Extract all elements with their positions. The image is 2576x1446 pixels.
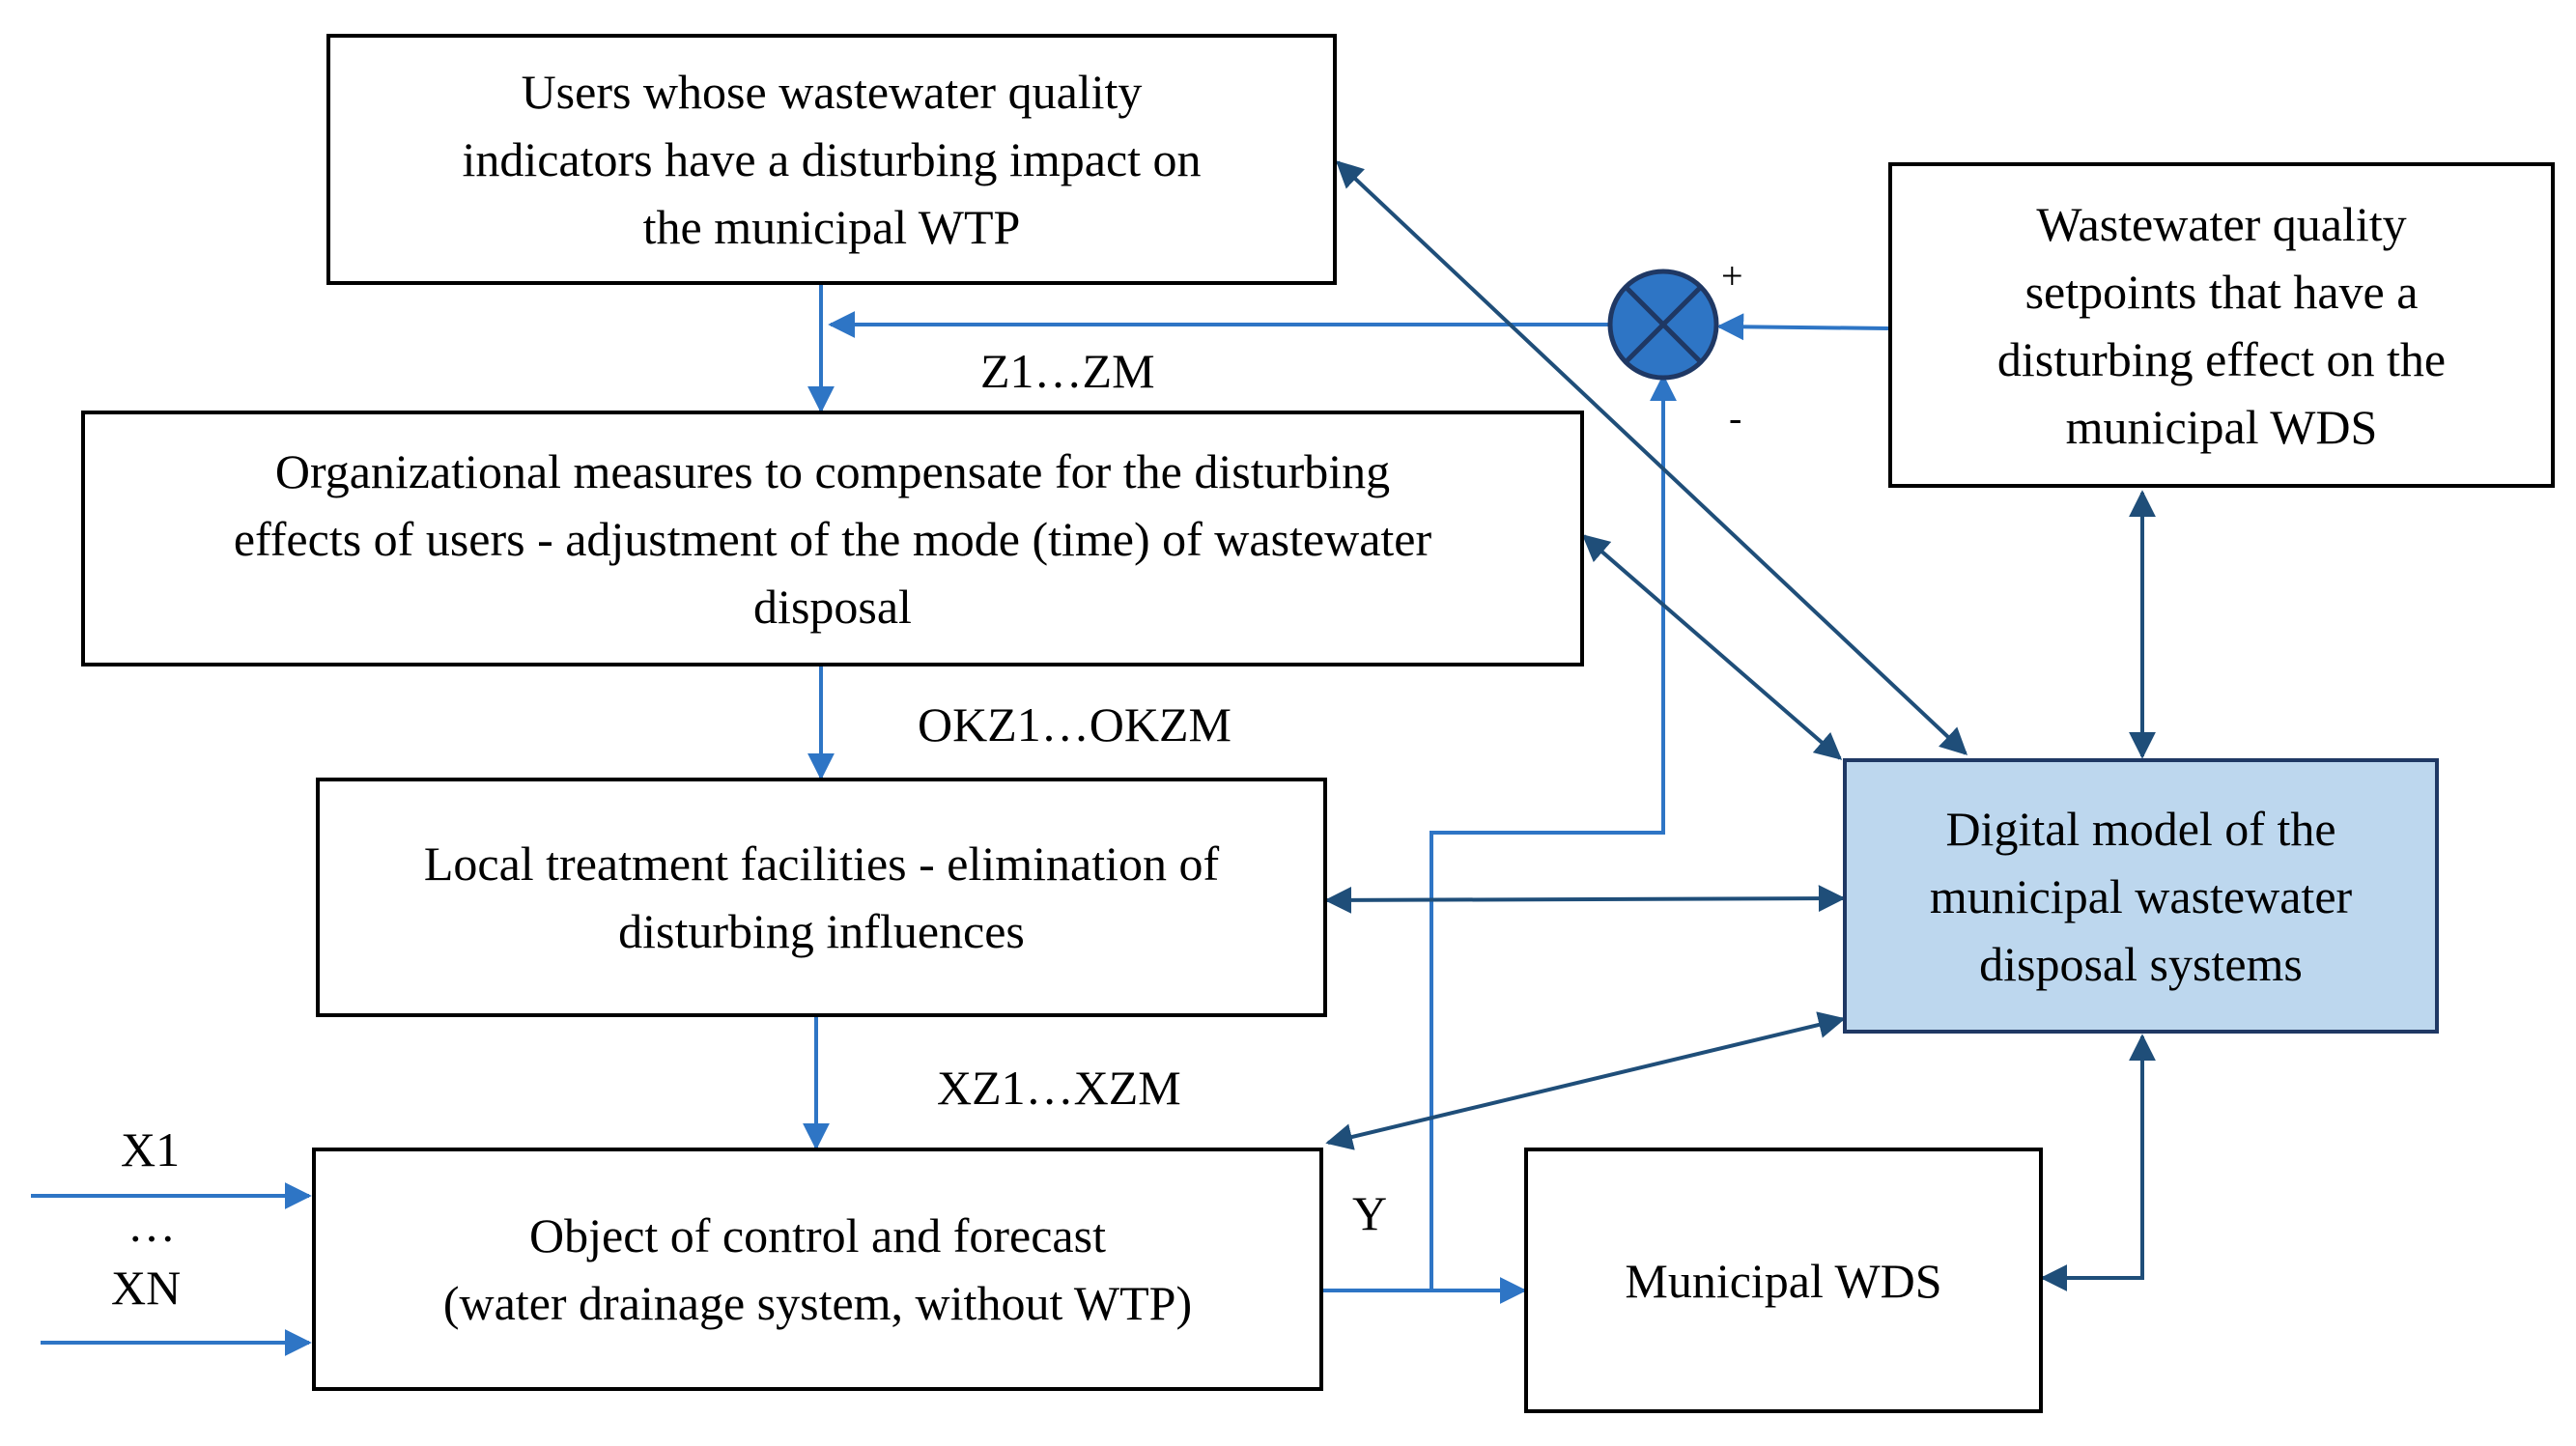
setpoints-box: Wastewater quality setpoints that have a… (1888, 162, 2555, 488)
object-of-control-text: Object of control and forecast (water dr… (442, 1208, 1193, 1330)
organizational-measures-box: Organizational measures to compensate fo… (81, 411, 1584, 666)
digital-model-box: Digital model of the municipal wastewate… (1843, 758, 2439, 1034)
label-xz: XZ1…XZM (937, 1061, 1181, 1115)
link-model-object (1325, 1011, 1846, 1150)
users-box-text: Users whose wastewater quality indicator… (462, 65, 1202, 254)
digital-model-text: Digital model of the municipal wastewate… (1929, 801, 2353, 991)
users-box: Users whose wastewater quality indicator… (326, 34, 1337, 285)
label-xn: XN (111, 1261, 182, 1315)
label-z: Z1…ZM (980, 344, 1155, 398)
setpoints-text: Wastewater quality setpoints that have a… (1996, 196, 2447, 454)
link-model-local (1324, 885, 1846, 914)
link-model-users (1335, 160, 1968, 755)
label-y: Y (1352, 1186, 1388, 1240)
link-model-municipal-wds (2040, 1034, 2156, 1291)
link-model-org (1581, 534, 1843, 760)
organizational-measures-text: Organizational measures to compensate fo… (233, 443, 1432, 634)
label-ellipsis: … (127, 1198, 176, 1252)
municipal-wds-text: Municipal WDS (1625, 1253, 1942, 1308)
arrow-setpoints-to-summing (1716, 313, 1889, 341)
label-minus: - (1729, 396, 1742, 439)
local-treatment-text: Local treatment facilities - elimination… (423, 836, 1220, 958)
label-plus: + (1721, 254, 1743, 298)
municipal-wds-box: Municipal WDS (1524, 1148, 2043, 1413)
summing-junction (1607, 269, 1719, 381)
label-okz: OKZ1…OKZM (918, 697, 1231, 751)
object-of-control-box: Object of control and forecast (water dr… (312, 1148, 1323, 1391)
local-treatment-box: Local treatment facilities - elimination… (316, 778, 1327, 1017)
label-x1: X1 (121, 1122, 181, 1177)
